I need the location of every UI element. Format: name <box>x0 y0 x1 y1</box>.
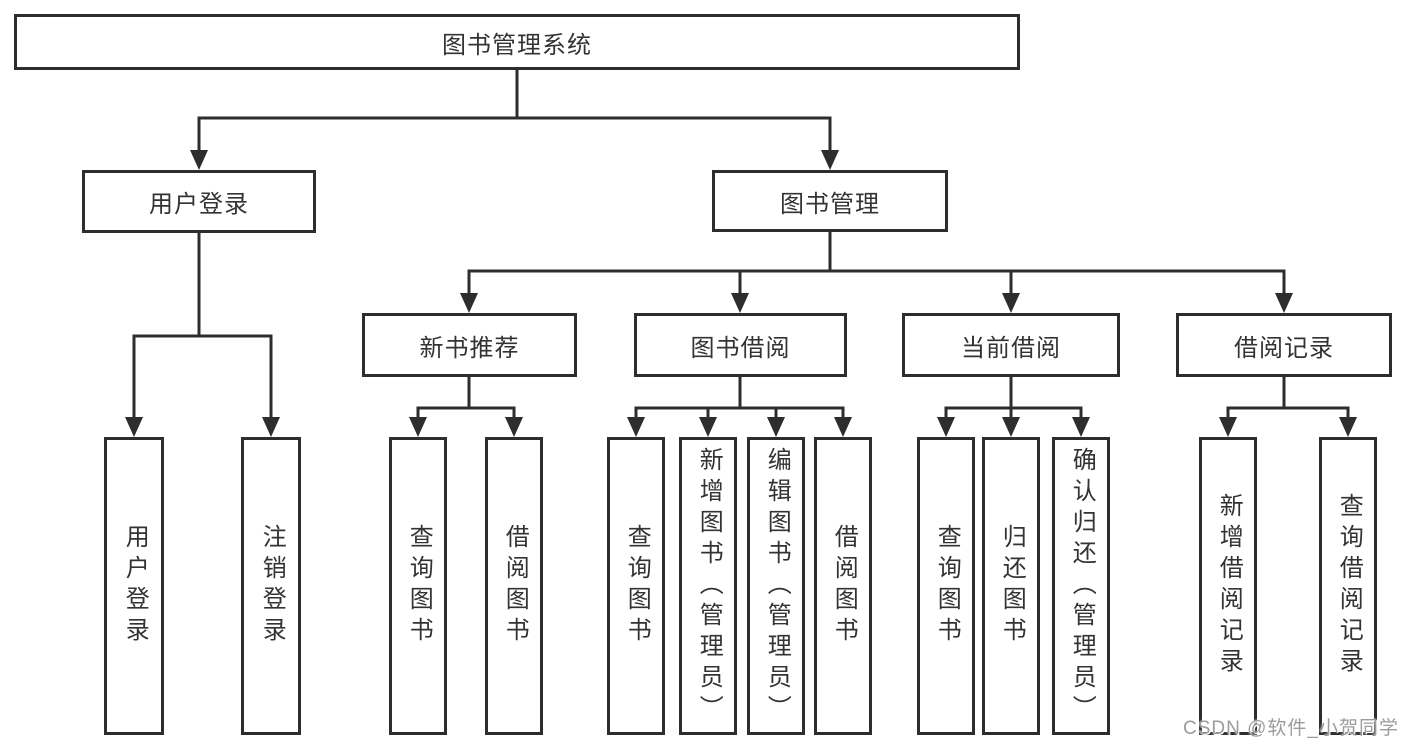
leaf-query-books-current: 查询图书 <box>917 437 975 735</box>
node-user-login: 用户登录 <box>82 170 316 233</box>
leaf-add-borrow-record: 新增借阅记录 <box>1199 437 1257 735</box>
leaf-return-books: 归还图书 <box>982 437 1040 735</box>
leaf-borrow-books-recommend: 借阅图书 <box>485 437 543 735</box>
leaf-confirm-return-admin: 确认归还（管理员） <box>1052 437 1110 735</box>
leaf-query-books-recommend: 查询图书 <box>389 437 447 735</box>
arrowheads <box>125 150 1357 437</box>
node-root-system: 图书管理系统 <box>14 14 1020 70</box>
leaf-borrow-books: 借阅图书 <box>814 437 872 735</box>
leaf-add-books-admin: 新增图书（管理员） <box>679 437 737 735</box>
leaf-edit-books-admin: 编辑图书（管理员） <box>747 437 805 735</box>
node-book-management: 图书管理 <box>712 170 948 232</box>
node-book-borrow: 图书借阅 <box>634 313 847 377</box>
leaf-logout: 注销登录 <box>241 437 301 735</box>
leaf-query-borrow-record: 查询借阅记录 <box>1319 437 1377 735</box>
node-borrow-records: 借阅记录 <box>1176 313 1392 377</box>
node-current-borrow: 当前借阅 <box>902 313 1120 377</box>
leaf-user-login: 用户登录 <box>104 437 164 735</box>
node-new-book-recommend: 新书推荐 <box>362 313 577 377</box>
leaf-query-books-borrow: 查询图书 <box>607 437 665 735</box>
